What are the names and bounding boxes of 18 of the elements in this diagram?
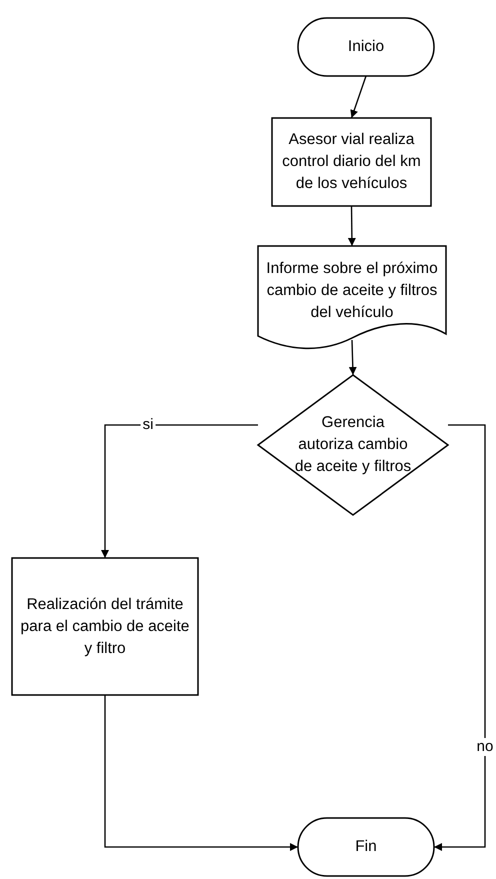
arrow — [348, 206, 356, 246]
process-box — [272, 118, 431, 206]
node-text: Asesor vial realiza control diario del km de los vehículos — [281, 130, 422, 194]
node-text: Informe sobre el próximo cambio de aceite y filtros del vehículo — [265, 259, 439, 323]
arrow — [434, 424, 486, 851]
node-text: Realización del trámite para el cambio de aceite y filtro — [20, 594, 190, 658]
edge-label: no — [474, 738, 496, 756]
arrow — [101, 424, 258, 558]
node-text: Gerencia autoriza cambio de aceite y filtros — [294, 413, 412, 477]
arrow — [348, 340, 357, 376]
node-text: Inicio — [348, 37, 384, 57]
terminal-shape — [298, 818, 434, 876]
terminal-shape — [298, 18, 434, 76]
decision-diamond — [258, 375, 448, 515]
process-box — [12, 558, 198, 695]
arrow — [350, 76, 367, 118]
arrow — [104, 695, 298, 851]
node-text: Fin — [355, 837, 377, 857]
